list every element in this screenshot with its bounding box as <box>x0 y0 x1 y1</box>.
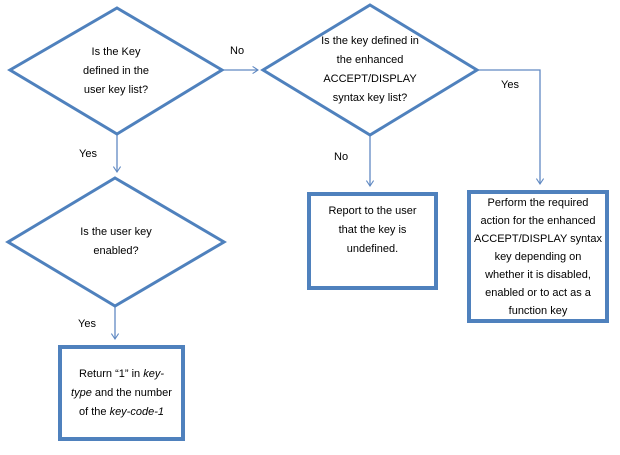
decision-enhanced-syntax-text: Is the key defined in the enhanced ACCEP… <box>321 35 419 104</box>
branch-label-no-to-enhanced: No <box>230 45 245 57</box>
process-box-report-undefined: Report to the user that the key is undef… <box>307 192 438 290</box>
connector-enhanced-to-perform <box>477 69 545 185</box>
decision-diamond-user-key-enabled <box>5 176 227 308</box>
branch-label-no-to-report: No <box>334 151 349 163</box>
process-box-perform-action: Perform the required action for the enha… <box>467 190 609 323</box>
branch-label-yes-to-return: Yes <box>78 318 96 330</box>
branch-label-yes-to-perform: Yes <box>501 79 519 91</box>
decision-user-key-enabled-text: Is the user key enabled? <box>80 226 152 257</box>
branch-label-yes-to-enabled: Yes <box>79 148 97 160</box>
decision-diamond-user-key <box>7 6 225 136</box>
decision-user-key-text: Is the Key defined in the user key list? <box>82 45 150 96</box>
process-box-return-key-type: Return “1” in key- type and the number o… <box>58 345 185 441</box>
decision-diamond-enhanced-syntax <box>260 3 480 137</box>
